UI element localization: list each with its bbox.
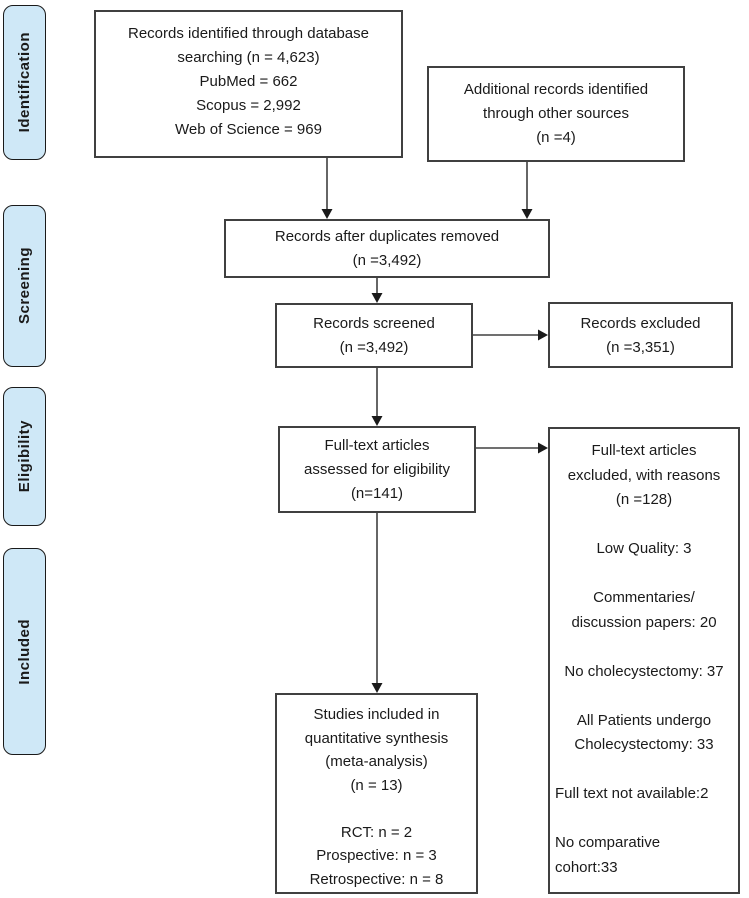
stage-identification-label: Identification — [16, 32, 33, 133]
stage-identification: Identification — [3, 5, 46, 160]
text-line: Records screened — [313, 315, 435, 332]
text-line: (n =3,492) — [339, 339, 409, 356]
text-line: No cholecystectomy: 37 — [564, 662, 724, 680]
arrow-duplicates-to-screened-head — [371, 293, 383, 303]
text-line: Scopus = 2,992 — [196, 97, 301, 114]
box-studies-included: Studies included in quantitative synthesi… — [275, 693, 478, 894]
text-line — [277, 797, 476, 821]
text-line: discussion papers: 20 — [571, 613, 717, 631]
text-line: cohort:33 — [555, 858, 618, 876]
text-line: RCT: n = 2 — [340, 823, 413, 841]
arrow-fulltext-to-reasons-head — [538, 442, 548, 454]
text-line: Low Quality: 3 — [596, 540, 692, 557]
box-fulltext-excluded: Full-text articles excluded, with reasons… — [548, 427, 740, 894]
text-line: quantitative synthesis — [304, 729, 449, 747]
text-line: Full-text articles — [324, 437, 430, 454]
box-records-excluded: Records excluded (n =3,351) — [548, 302, 733, 368]
text-line: Commentaries/ — [593, 589, 695, 606]
text-line: All Patients undergo — [576, 711, 712, 729]
text-line: Retrospective: n = 8 — [309, 870, 444, 888]
text-line — [550, 635, 738, 660]
arrow-additional-to-duplicates-head — [521, 209, 533, 219]
text-line: (n=141) — [350, 485, 404, 502]
text-line: (n =4) — [536, 129, 576, 146]
text-line — [550, 562, 738, 587]
text-line: Records after duplicates removed — [274, 228, 500, 245]
text-line — [555, 807, 738, 832]
text-line: Additional records identified — [463, 81, 649, 98]
text-line: Studies included in — [313, 706, 440, 723]
text-line — [550, 513, 738, 538]
text-line: Full text not available:2 — [555, 785, 709, 802]
text-line: PubMed = 662 — [199, 73, 298, 90]
stage-eligibility: Eligibility — [3, 387, 46, 526]
fulltext-excluded-left-lines: Full text not available:2 No comparative… — [550, 782, 738, 880]
text-line — [550, 758, 738, 783]
stage-screening-label: Screening — [16, 247, 33, 325]
arrow-fulltext-to-included-head — [371, 683, 383, 693]
text-line: Full-text articles — [591, 442, 697, 459]
box-records-screened: Records screened (n =3,492) — [275, 303, 473, 368]
text-line: Records excluded — [580, 315, 701, 332]
fulltext-excluded-centered-lines: Full-text articles excluded, with reasons… — [550, 439, 738, 782]
box-records-identified: Records identified through database searc… — [94, 10, 403, 158]
text-line: (meta-analysis) — [325, 753, 428, 770]
text-line: No comparative — [555, 834, 661, 851]
text-line: searching (n = 4,623) — [177, 49, 320, 66]
text-line: (n =3,492) — [352, 252, 422, 269]
text-line: (n = 13) — [350, 776, 403, 794]
text-line: Prospective: n = 3 — [316, 847, 437, 864]
stage-eligibility-label: Eligibility — [16, 420, 33, 493]
text-line: Web of Science = 969 — [175, 121, 322, 138]
stage-included-label: Included — [16, 618, 33, 685]
box-additional-records: Additional records identified through oth… — [427, 66, 685, 162]
box-fulltext-assessed: Full-text articles assessed for eligibili… — [278, 426, 476, 513]
text-line: (n =128) — [615, 491, 673, 508]
text-line: Records identified through database — [128, 25, 369, 42]
stage-screening: Screening — [3, 205, 46, 367]
arrow-screened-to-excluded-head — [538, 329, 548, 341]
text-line: (n =3,351) — [606, 339, 675, 356]
arrow-screened-to-fulltext-head — [371, 416, 383, 426]
arrow-identified-to-duplicates-head — [321, 209, 333, 219]
text-line — [550, 684, 738, 709]
stage-included: Included — [3, 548, 46, 755]
text-line: assessed for eligibility — [304, 461, 450, 478]
text-line: Cholecystectomy: 33 — [574, 736, 714, 753]
box-duplicates-removed: Records after duplicates removed (n =3,49… — [224, 219, 550, 278]
text-line: excluded, with reasons — [567, 466, 721, 484]
text-line: through other sources — [483, 105, 629, 122]
